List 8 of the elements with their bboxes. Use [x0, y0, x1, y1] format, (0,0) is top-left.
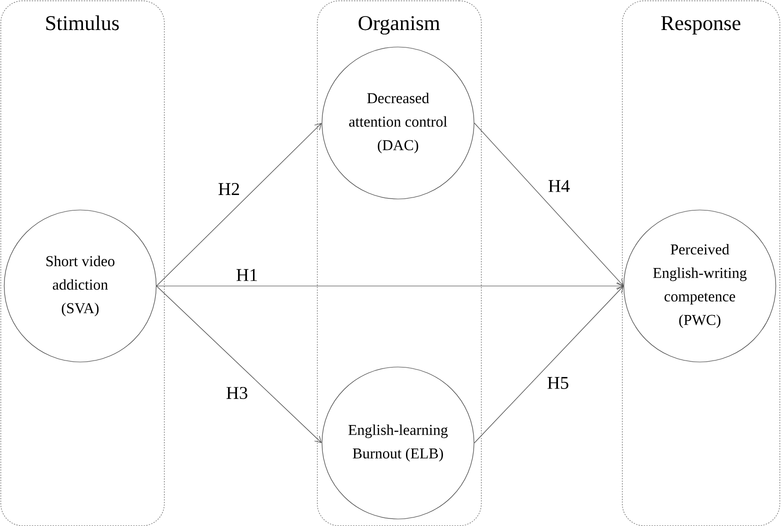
- edge-label: H1: [236, 268, 258, 282]
- arrow: [156, 123, 322, 286]
- edge-label: H4: [548, 180, 570, 192]
- arrow: [156, 286, 322, 443]
- edge-label: H3: [226, 386, 248, 400]
- edge-label: H5: [546, 376, 570, 390]
- arrow: [156, 282, 624, 290]
- edge-label: H2: [218, 182, 240, 196]
